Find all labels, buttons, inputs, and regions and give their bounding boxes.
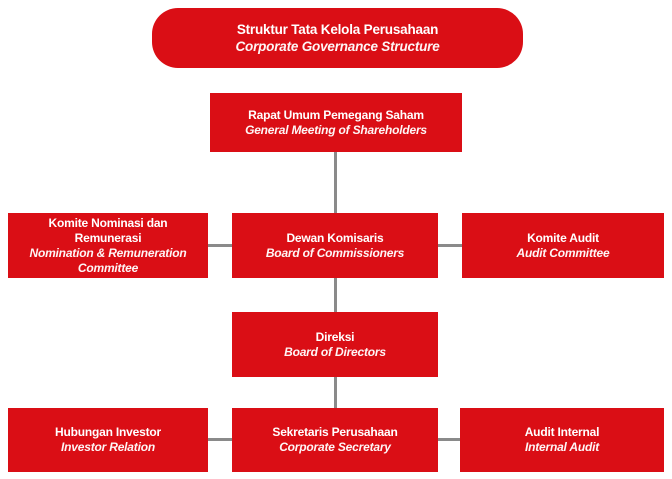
chart-title-en: Corporate Governance Structure — [235, 39, 440, 54]
node-label-id: Komite Audit — [527, 230, 599, 245]
chart-title-box: Struktur Tata Kelola Perusahaan Corporat… — [152, 8, 523, 68]
connector-dewan-komisaris-to-komite-audit — [437, 244, 463, 247]
node-label-en: Internal Audit — [524, 440, 600, 454]
node-label-en: Audit Committee — [516, 245, 610, 260]
node-label-en: General Meeting of Shareholders — [245, 122, 427, 137]
node-label-en: Corporate Secretary — [279, 440, 391, 454]
chart-title-id: Struktur Tata Kelola Perusahaan — [236, 22, 439, 37]
connector-direksi-to-sekretaris — [334, 377, 337, 409]
node-label-en: Investor Relation — [61, 440, 155, 454]
node-audit-internal: Audit Internal Internal Audit — [460, 408, 664, 472]
node-label-id: Rapat Umum Pemegang Saham — [248, 107, 424, 122]
node-label-id: Sekretaris Perusahaan — [272, 425, 398, 439]
connector-dewan-komisaris-to-direksi — [334, 278, 337, 313]
node-label-en: Nomination & Remuneration Committee — [29, 245, 187, 275]
node-label-en: Board of Directors — [284, 344, 386, 359]
node-label-id: Dewan Komisaris — [286, 230, 384, 245]
node-komite-audit: Komite Audit Audit Committee — [462, 213, 664, 278]
node-label-id: Komite Nominasi dan Remunerasi — [48, 215, 168, 245]
node-label-id: Audit Internal — [524, 425, 600, 439]
connector-komite-nominasi-to-dewan-komisaris — [208, 244, 233, 247]
node-label-en: Board of Commissioners — [265, 245, 405, 260]
node-hubungan-investor: Hubungan Investor Investor Relation — [8, 408, 208, 472]
node-dewan-komisaris: Dewan Komisaris Board of Commissioners — [232, 213, 438, 278]
node-sekretaris-perusahaan: Sekretaris Perusahaan Corporate Secretar… — [232, 408, 438, 472]
node-label-id: Hubungan Investor — [55, 425, 161, 439]
node-rapat-umum-pemegang-saham: Rapat Umum Pemegang Saham General Meetin… — [210, 93, 462, 152]
connector-hubungan-investor-to-sekretaris — [208, 438, 233, 441]
node-label-id: Direksi — [315, 329, 355, 344]
connector-sekretaris-to-audit-internal — [437, 438, 461, 441]
connector-rups-to-dewan-komisaris — [334, 152, 337, 214]
node-direksi: Direksi Board of Directors — [232, 312, 438, 377]
node-komite-nominasi-remunerasi: Komite Nominasi dan Remunerasi Nominatio… — [8, 213, 208, 278]
